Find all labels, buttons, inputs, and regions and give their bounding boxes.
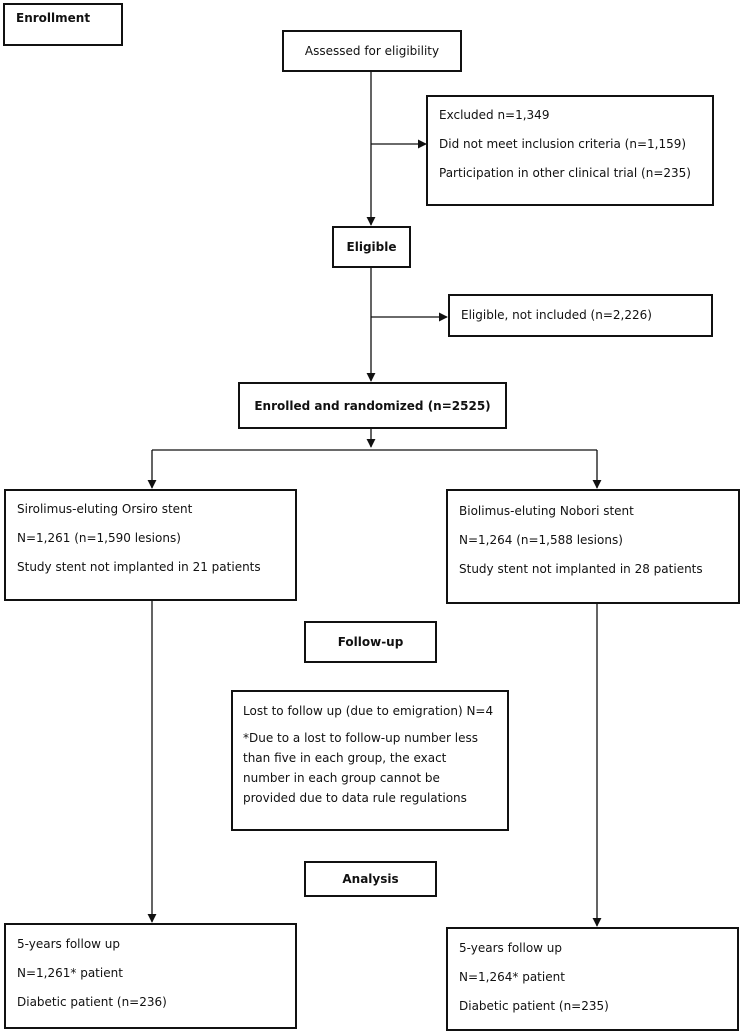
section-follow-up-label: Follow-up bbox=[337, 635, 404, 649]
lost-note3: number in each group cannot be bbox=[243, 771, 440, 785]
not-included-label: Eligible, not included (n=2,226) bbox=[461, 308, 652, 322]
orsiro-line2: Study stent not implanted in 21 patients bbox=[17, 560, 261, 574]
nobori-line1: N=1,264 (n=1,588 lesions) bbox=[459, 533, 623, 547]
orsiro-followup-line1: N=1,261* patient bbox=[17, 966, 123, 980]
assessed-label: Assessed for eligibility bbox=[304, 44, 440, 58]
nobori-line2: Study stent not implanted in 28 patients bbox=[459, 562, 703, 576]
nobori-followup-box: 5-years follow up N=1,264* patient Diabe… bbox=[446, 927, 739, 1031]
lost-note2: than five in each group, the exact bbox=[243, 751, 447, 765]
nobori-followup-line1: N=1,264* patient bbox=[459, 970, 565, 984]
eligible-label: Eligible bbox=[346, 240, 397, 254]
excluded-line1: Did not meet inclusion criteria (n=1,159… bbox=[439, 137, 687, 151]
section-analysis-label: Analysis bbox=[342, 872, 399, 886]
randomized-box: Enrolled and randomized (n=2525) bbox=[238, 382, 507, 429]
assessed-box: Assessed for eligibility bbox=[282, 30, 462, 72]
section-follow-up: Follow-up bbox=[304, 621, 437, 663]
excluded-line2: Participation in other clinical trial (n… bbox=[439, 166, 691, 180]
nobori-title: Biolimus-eluting Nobori stent bbox=[459, 504, 634, 518]
randomized-label: Enrolled and randomized (n=2525) bbox=[254, 398, 491, 413]
orsiro-box: Sirolimus-eluting Orsiro stent N=1,261 (… bbox=[4, 489, 297, 601]
nobori-followup-line2: Diabetic patient (n=235) bbox=[459, 999, 609, 1013]
excluded-box: Excluded n=1,349 Did not meet inclusion … bbox=[426, 95, 714, 206]
nobori-followup-title: 5-years follow up bbox=[459, 941, 563, 955]
orsiro-followup-line2: Diabetic patient (n=236) bbox=[17, 995, 167, 1009]
section-enrollment-label: Enrollment bbox=[16, 11, 91, 25]
orsiro-title: Sirolimus-eluting Orsiro stent bbox=[17, 502, 193, 516]
lost-title: Lost to follow up (due to emigration) N=… bbox=[243, 704, 494, 718]
not-included-box: Eligible, not included (n=2,226) bbox=[448, 294, 713, 337]
orsiro-followup-title: 5-years follow up bbox=[17, 937, 121, 951]
excluded-title: Excluded n=1,349 bbox=[439, 108, 550, 122]
section-analysis: Analysis bbox=[304, 861, 437, 897]
lost-note4: provided due to data rule regulations bbox=[243, 791, 467, 805]
nobori-box: Biolimus-eluting Nobori stent N=1,264 (n… bbox=[446, 489, 740, 604]
lost-box: Lost to follow up (due to emigration) N=… bbox=[231, 690, 509, 831]
orsiro-line1: N=1,261 (n=1,590 lesions) bbox=[17, 531, 181, 545]
orsiro-followup-box: 5-years follow up N=1,261* patient Diabe… bbox=[4, 923, 297, 1029]
eligible-box: Eligible bbox=[332, 226, 411, 268]
lost-note1: *Due to a lost to follow-up number less bbox=[243, 731, 479, 745]
section-enrollment: Enrollment bbox=[3, 3, 123, 46]
